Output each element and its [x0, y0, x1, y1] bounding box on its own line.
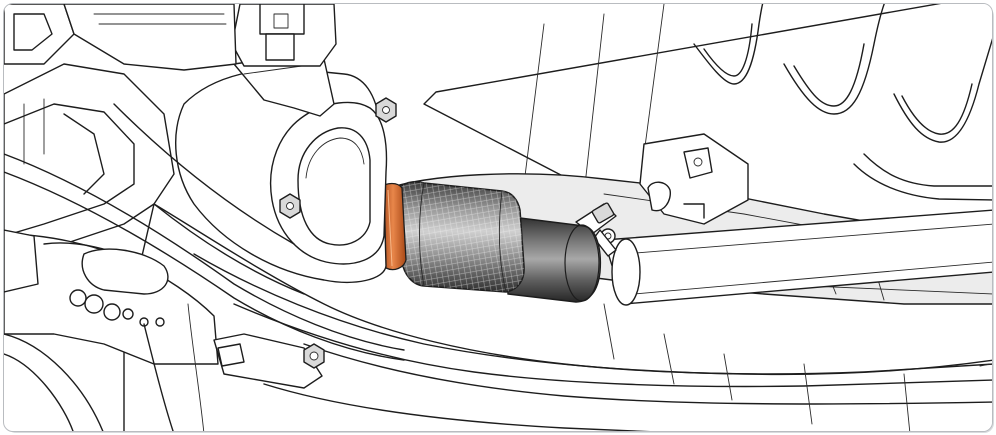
- exhaust-sleeve-pipe: [503, 215, 602, 303]
- exhaust-tail-pipe: [603, 209, 992, 306]
- corner-mark: [979, 363, 991, 367]
- exhaust-illustration: [4, 4, 992, 431]
- nut-icon: [279, 193, 301, 219]
- mount-bracket: [231, 4, 337, 67]
- illustration-frame: [3, 3, 993, 432]
- nut-icon: [375, 97, 397, 123]
- bolt-icon: [213, 333, 325, 389]
- gasket-ring: [379, 182, 407, 271]
- control-arm: [4, 229, 219, 431]
- flex-pipe: [395, 180, 525, 293]
- clip-bracket: [639, 133, 749, 225]
- subframe: [4, 4, 237, 265]
- catalytic-converter: [175, 53, 388, 283]
- underbody-rail: [123, 203, 992, 431]
- brake-lines: [4, 103, 405, 361]
